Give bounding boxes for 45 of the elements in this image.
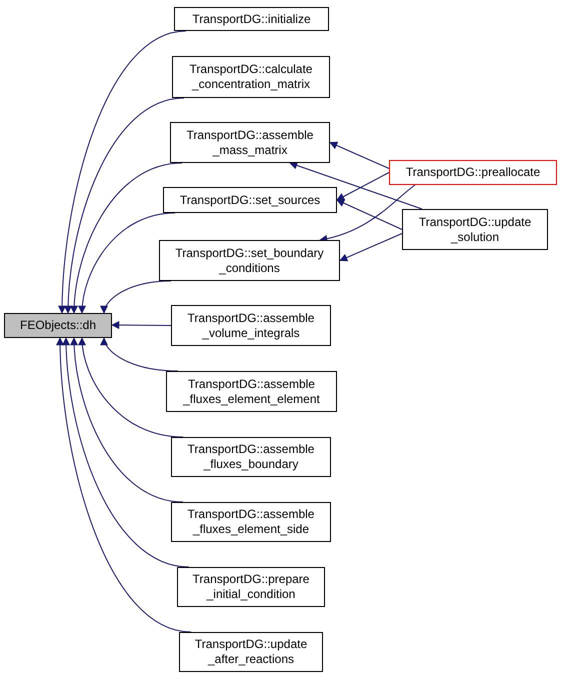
arrow [336, 199, 402, 230]
function-name: TransportDG::assemble _volume_integrals [186, 310, 316, 340]
arrow [64, 98, 184, 314]
function-box [179, 632, 323, 672]
function-name: TransportDG::assemble _fluxes_boundary [186, 442, 316, 472]
arrow [289, 162, 422, 210]
function-name: TransportDG::update _after_reactions [194, 637, 308, 667]
function-box [174, 7, 329, 31]
function-box [166, 371, 337, 412]
arrow [329, 142, 390, 169]
arrow [62, 337, 190, 568]
function-name: TransportDG::assemble _fluxes_element_element [182, 376, 321, 406]
arrow [339, 233, 402, 262]
arrow [70, 162, 182, 314]
function-box [177, 567, 325, 607]
arrow [70, 337, 184, 502]
function-box [172, 56, 330, 98]
function-box [163, 187, 337, 213]
function-box [171, 502, 331, 542]
arrow [336, 172, 390, 200]
function-name: TransportDG::set_sources [180, 192, 320, 208]
arrow [101, 280, 172, 314]
arrow [78, 337, 184, 438]
function-box [159, 240, 340, 281]
function-name: TransportDG::assemble _mass_matrix [186, 128, 314, 158]
function-box [389, 160, 557, 185]
function-name: TransportDG::calculate _concentration_matrix [188, 62, 314, 92]
function-name: TransportDG::initialize [192, 12, 311, 26]
arrow [58, 30, 186, 314]
function-box [171, 305, 331, 346]
function-name: TransportDG::update _solution [418, 214, 532, 244]
function-name: TransportDG::assemble _fluxes_element_side [186, 507, 316, 537]
function-box [402, 209, 548, 250]
arrow [56, 337, 192, 632]
function-box [170, 122, 330, 163]
function-name: FEObjects::dh [20, 318, 96, 333]
arrow [111, 321, 172, 330]
arrow [319, 184, 416, 242]
function-box [4, 313, 112, 338]
arrow [101, 337, 178, 372]
function-name: TransportDG::set_boundary _conditions [174, 246, 325, 276]
arrow [78, 212, 176, 314]
function-name: TransportDG::preallocate [406, 165, 540, 180]
function-box [171, 437, 331, 477]
function-name: TransportDG::prepare _initial_condition [192, 572, 310, 602]
